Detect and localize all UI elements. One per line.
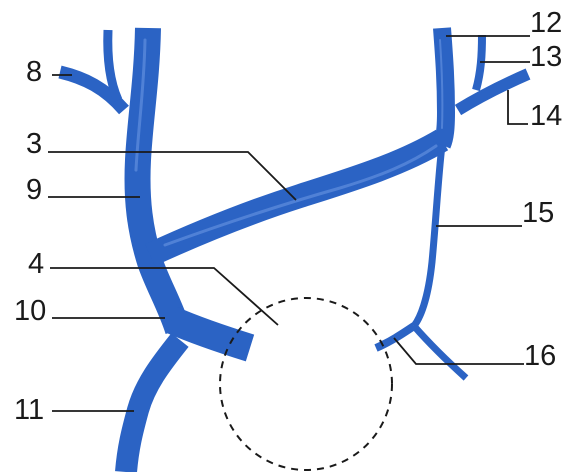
label-11: 11	[14, 394, 44, 426]
label-8: 8	[26, 56, 42, 88]
leader-3	[48, 152, 296, 200]
label-12: 12	[530, 7, 562, 39]
label-9: 9	[26, 174, 42, 206]
right-side-branch-vein	[458, 74, 528, 110]
label-14: 14	[530, 100, 562, 132]
leader-14	[508, 90, 528, 124]
leader-lines	[48, 36, 530, 411]
label-3: 3	[26, 128, 42, 160]
label-13: 13	[530, 41, 562, 73]
label-10: 10	[14, 295, 46, 327]
dashed-circle	[220, 298, 392, 470]
vessel-highlights	[136, 40, 442, 245]
label-16: 16	[524, 340, 556, 372]
fork-right-vein	[414, 326, 466, 378]
leader-16	[394, 338, 524, 364]
diagonal-vein	[150, 140, 442, 255]
lower-left-vein	[126, 340, 180, 472]
label-4: 4	[28, 248, 44, 280]
descending-vein	[414, 145, 442, 326]
vessels	[60, 28, 528, 472]
label-15: 15	[522, 197, 554, 229]
